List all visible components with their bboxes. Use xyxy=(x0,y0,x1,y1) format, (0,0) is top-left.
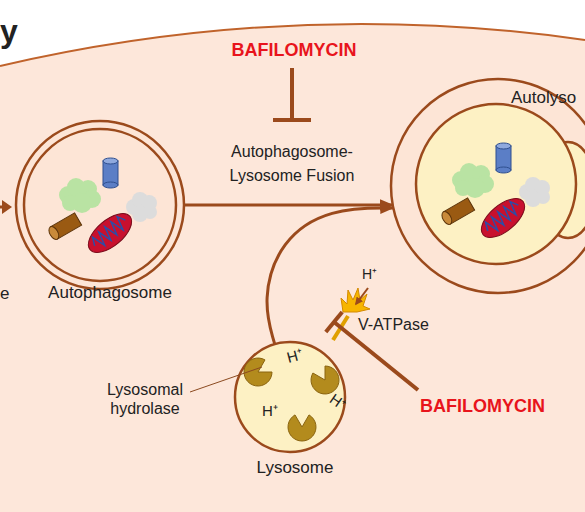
node-outline xyxy=(390,78,585,294)
inhibitor-label: BAFILOMYCIN xyxy=(232,40,357,62)
autolysosome-circle: Autolyso xyxy=(390,78,585,294)
node-outline xyxy=(15,120,185,290)
membrane-outline xyxy=(235,342,345,452)
proton-label: H⁺ xyxy=(262,402,278,420)
enzyme-label: Lysosomal hydrolase xyxy=(95,380,195,418)
autophagosome-cargo xyxy=(47,158,157,260)
leader-line xyxy=(190,367,262,392)
proton-arrow xyxy=(356,288,368,304)
proton-label: H⁺ xyxy=(285,345,305,366)
incoming-arrow xyxy=(0,200,12,214)
edge-label: Autophagosome-Lysosome Fusion xyxy=(205,140,380,188)
fusion-arrow xyxy=(184,204,393,207)
inhibition-bar xyxy=(273,68,311,120)
hydrolase-enzymes xyxy=(244,358,339,441)
inhibitor-label: BAFILOMYCIN xyxy=(420,396,545,418)
autolysosome-cargo xyxy=(440,143,550,245)
title-fragment: y xyxy=(0,12,18,50)
proton-label: H⁺ xyxy=(362,266,377,283)
proton-label: H⁺ xyxy=(326,390,349,414)
cell-membrane xyxy=(0,24,585,66)
membrane-outline xyxy=(391,79,585,293)
label-fragment: e xyxy=(0,284,9,304)
pump-label: V-ATPase xyxy=(358,315,429,334)
autophagosome-circle: Autophagosome xyxy=(15,120,185,290)
membrane-outline xyxy=(24,129,176,281)
membrane-outline xyxy=(16,121,184,289)
node-label: Lysosome xyxy=(257,458,334,478)
node-label: Autophagosome xyxy=(48,283,172,303)
membrane-outline xyxy=(416,104,576,264)
node-label: Autolyso xyxy=(511,88,576,108)
